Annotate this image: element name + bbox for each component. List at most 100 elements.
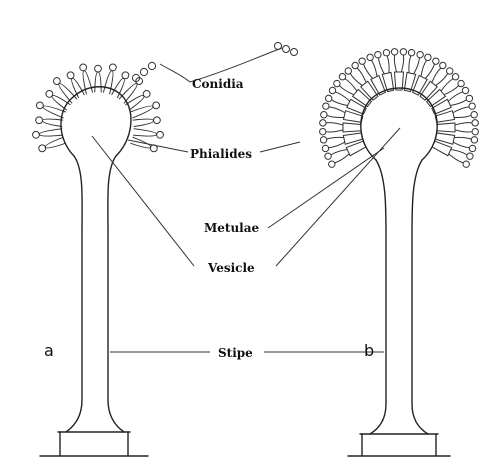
phialide	[119, 83, 137, 103]
phialide	[455, 123, 472, 125]
phialide	[453, 107, 469, 113]
stipe-a	[66, 156, 124, 432]
phialide	[454, 137, 471, 139]
conidium	[153, 117, 160, 124]
phialide	[326, 123, 343, 125]
conidium	[471, 112, 477, 118]
phialide	[335, 154, 350, 163]
phialides-b	[275, 43, 479, 168]
conidium	[471, 137, 477, 143]
conidium	[400, 49, 406, 55]
phialide	[441, 79, 453, 91]
phialide	[364, 64, 373, 78]
conidium	[323, 103, 329, 109]
phialide	[59, 83, 77, 103]
phialide	[448, 92, 462, 101]
conidium	[122, 72, 129, 79]
conidium	[329, 161, 335, 167]
conidium	[322, 145, 328, 151]
phialide	[432, 68, 441, 83]
conidium	[367, 54, 373, 60]
conidium	[458, 80, 464, 86]
phialide	[133, 129, 156, 136]
phialide	[371, 60, 377, 76]
foot-cell-b	[348, 434, 450, 456]
conidium	[157, 131, 164, 138]
conidium	[447, 68, 453, 74]
leader-vesicle-b	[276, 128, 400, 266]
leader-metulae	[268, 148, 384, 228]
phialide	[95, 72, 101, 92]
conidium	[452, 74, 458, 80]
label-metulae: Metulae	[204, 221, 260, 235]
phialide	[329, 142, 345, 148]
metula	[343, 123, 361, 132]
phialide	[449, 154, 464, 163]
phialide	[454, 115, 471, 117]
conidium	[36, 102, 43, 109]
conidium	[140, 68, 147, 75]
metula	[361, 81, 378, 100]
phialide	[39, 129, 62, 136]
conidium	[417, 51, 423, 57]
conidium	[320, 137, 326, 143]
label-conidia: Conidia	[192, 77, 244, 91]
phialide	[444, 86, 458, 95]
foot-cell-a	[40, 432, 148, 456]
conidium	[462, 87, 468, 93]
conidium	[95, 65, 102, 72]
phialide	[329, 107, 345, 113]
conidium	[36, 117, 43, 124]
conidium	[320, 128, 326, 134]
conidium	[325, 95, 331, 101]
phialide	[339, 86, 353, 95]
phialide	[42, 119, 62, 126]
conidiophore-a	[33, 62, 164, 456]
conidium	[375, 51, 381, 57]
phialide	[409, 56, 411, 73]
conidium	[472, 128, 478, 134]
conidium	[359, 58, 365, 64]
conidium	[334, 80, 340, 86]
phialide	[133, 119, 153, 126]
phialide	[387, 56, 389, 73]
label-stipe: Stipe	[218, 346, 253, 360]
phialide	[103, 71, 113, 94]
conidium	[345, 68, 351, 74]
phialide	[350, 73, 362, 85]
phialide	[45, 137, 65, 148]
conidium	[46, 91, 53, 98]
label-vesicle: Vesicle	[207, 261, 255, 275]
metula	[427, 89, 446, 106]
conidium	[352, 62, 358, 68]
phialide	[331, 149, 347, 154]
phialide	[436, 73, 448, 85]
conidium	[109, 64, 116, 71]
panel-label-b: b	[364, 341, 374, 360]
conidium	[469, 103, 475, 109]
conidium	[321, 112, 327, 118]
leader-lines	[92, 48, 400, 352]
conidium	[339, 74, 345, 80]
conidiophore-b	[275, 43, 479, 457]
metula	[437, 123, 455, 132]
conidium	[463, 161, 469, 167]
conidium	[469, 145, 475, 151]
conidium	[39, 145, 46, 152]
conidium	[153, 102, 160, 109]
stipe-b	[370, 160, 428, 434]
phialide	[455, 130, 472, 132]
phialide	[130, 106, 153, 118]
conidium	[148, 62, 155, 69]
conidium	[466, 95, 472, 101]
phialide	[450, 100, 466, 106]
conidium	[320, 120, 326, 126]
metula	[420, 81, 437, 100]
conidium	[408, 50, 414, 56]
conidium	[291, 49, 298, 56]
conidium	[329, 87, 335, 93]
phialide	[357, 68, 366, 83]
phialide	[327, 137, 344, 139]
